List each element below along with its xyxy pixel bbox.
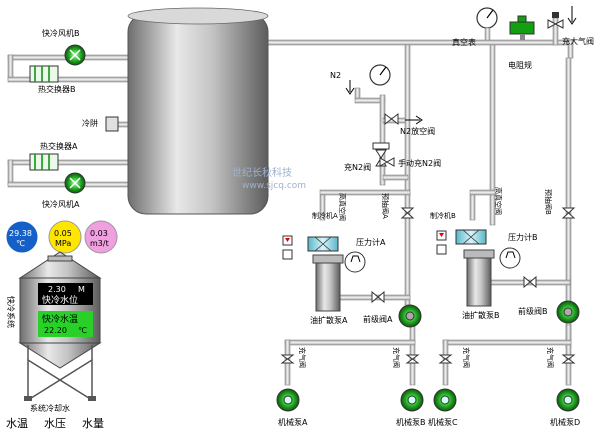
water-flow-unit: m3/t	[90, 239, 109, 248]
mech-pump-b[interactable]	[400, 388, 424, 412]
fore-valve-b-label: 前级阀B	[518, 306, 548, 316]
pre-pump-valve-b[interactable]	[561, 207, 576, 219]
water-temp-value: 29.38	[9, 229, 32, 238]
high-vacuum-valve-a[interactable]	[307, 236, 339, 252]
bottom-temp-label: 水温	[6, 417, 28, 430]
n2-label: N2	[330, 71, 341, 80]
water-press-value: 0.05	[54, 229, 72, 238]
pre-pump-valve-a[interactable]	[400, 207, 415, 219]
vent-arrow-head-icon	[415, 115, 423, 125]
bottom-flow-label: 水量	[82, 417, 104, 430]
air-valve-c[interactable]	[438, 354, 453, 364]
water-press-readout: 0.05 MPa	[48, 220, 82, 254]
heat-exchanger-b[interactable]	[29, 65, 59, 83]
mech-b-label: 机械泵B	[396, 417, 426, 427]
n2-gauge[interactable]	[369, 64, 391, 86]
mech-pump-a[interactable]	[276, 388, 300, 412]
high-vacuum-valve-b[interactable]	[455, 229, 487, 245]
resistance-gauge-label: 电阻规	[508, 60, 532, 70]
air-c-label: 充气阀	[462, 347, 471, 368]
manual-n2-label: 手动充N2阀	[398, 158, 441, 168]
tank-temp-display: 快冷水温 22.20 ℃	[38, 311, 93, 337]
bottom-press-label: 水压	[44, 417, 66, 430]
diff-pump-a-label: 油扩散泵A	[310, 315, 348, 325]
water-temp-readout: 29.38 ℃	[5, 220, 39, 254]
n2-vent-valve[interactable]	[384, 112, 399, 126]
mech-pump-c[interactable]	[433, 388, 457, 412]
vacuum-gauge-label: 真空表	[452, 37, 476, 47]
gauge-b-label: 压力计B	[508, 232, 538, 242]
n2-arrow-head-icon	[345, 87, 355, 95]
chiller-b[interactable]	[436, 230, 447, 255]
roots-pump-b[interactable]	[556, 300, 580, 324]
cold-trap[interactable]	[105, 116, 119, 132]
high-vac-a-label: 高真空阀	[338, 193, 347, 221]
mech-a-label: 机械泵A	[278, 417, 308, 427]
fore-valve-a[interactable]	[371, 290, 385, 304]
tank-temp-label: 快冷水温	[42, 313, 78, 325]
pre-pump-b-label: 预抽阀B	[544, 189, 553, 215]
fan-b-label: 快冷风机B	[42, 28, 80, 38]
air-d-label: 充气阀	[546, 347, 555, 368]
pressure-gauge-b[interactable]	[499, 247, 521, 269]
high-vac-b-label: 高真空阀	[494, 187, 503, 215]
vacuum-chamber[interactable]	[127, 7, 269, 215]
watermark-cn: 世纪长秋科技	[232, 166, 292, 179]
gauge-a-label: 压力计A	[356, 237, 386, 247]
n2-vent-label: N2放空阀	[400, 126, 435, 136]
cool-water-system-label: 系统冷却水	[30, 403, 70, 413]
hx-b-label: 热交换器B	[38, 84, 76, 94]
hx-a-label: 热交换器A	[40, 141, 78, 151]
level-display: 2.30 M 快冷水位	[38, 283, 93, 306]
level-value: 2.30	[48, 285, 66, 294]
quick-cool-system-label: 快冷系统	[6, 296, 16, 328]
arrow-down-icon-head	[567, 17, 577, 25]
mech-d-label: 机械泵D	[550, 417, 580, 427]
water-temp-unit: ℃	[16, 239, 25, 248]
tank-temp-unit: ℃	[78, 326, 87, 335]
air-b-label: 充气阀	[392, 347, 401, 368]
fan-b[interactable]	[64, 44, 86, 66]
air-valve-a[interactable]	[280, 354, 295, 364]
level-label: 快冷水位	[42, 294, 78, 306]
air-a-label: 充气阀	[298, 347, 307, 368]
manual-n2-valve[interactable]	[379, 157, 395, 167]
chiller-b-label: 制冷机B	[430, 211, 456, 220]
pre-pump-a-label: 预抽阀A	[381, 193, 390, 219]
level-unit: M	[78, 285, 85, 294]
chiller-a[interactable]	[282, 235, 293, 260]
fan-a-label: 快冷风机A	[42, 199, 80, 209]
fore-valve-b[interactable]	[523, 275, 537, 289]
n2-fill-label: 充N2阀	[344, 162, 371, 172]
diff-pump-b-label: 油扩散泵B	[462, 310, 500, 320]
water-flow-readout: 0.03 m3/t	[84, 220, 118, 254]
heat-exchanger-a[interactable]	[29, 153, 59, 171]
mech-pump-d[interactable]	[556, 388, 580, 412]
cold-trap-label: 冷阱	[82, 118, 98, 128]
fan-a[interactable]	[64, 172, 86, 194]
air-valve-d[interactable]	[561, 354, 576, 364]
pressure-gauge-a[interactable]	[344, 251, 366, 273]
mech-c-label: 机械泵C	[428, 417, 458, 427]
chiller-a-label: 制冷机A	[312, 211, 338, 220]
tank-temp-value: 22.20	[44, 326, 67, 335]
air-valve-b[interactable]	[405, 354, 420, 364]
watermark-en: www.sjcq.com	[242, 181, 306, 191]
resistance-gauge[interactable]	[509, 15, 535, 40]
air-inlet-label: 充大气阀	[562, 36, 594, 46]
air-inlet-valve[interactable]	[547, 12, 564, 29]
roots-pump-a[interactable]	[398, 304, 422, 328]
diffusion-pump-a[interactable]	[312, 254, 344, 312]
water-flow-value: 0.03	[90, 229, 108, 238]
diffusion-pump-b[interactable]	[463, 249, 495, 307]
fore-valve-a-label: 前级阀A	[363, 314, 393, 324]
water-press-unit: MPa	[55, 239, 71, 248]
vacuum-gauge[interactable]	[476, 7, 498, 41]
